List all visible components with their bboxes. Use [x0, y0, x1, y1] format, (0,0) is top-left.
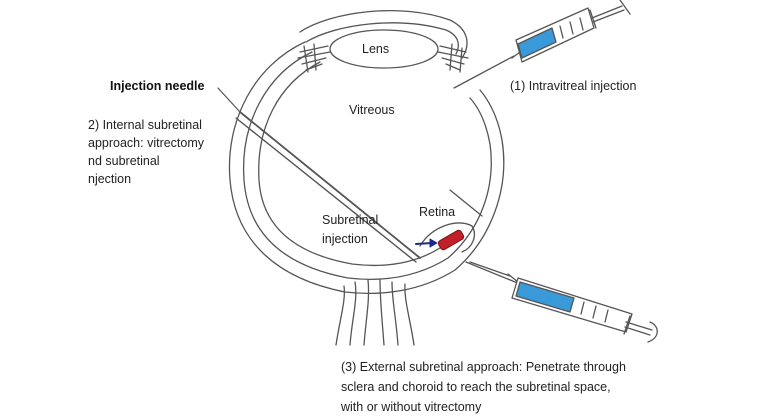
needle-leader-line — [217, 87, 241, 113]
ciliary-body-left — [297, 43, 331, 73]
label-internal-subretinal-approach: 2) Internal subretinal approach: vitrect… — [88, 118, 205, 186]
cornea — [299, 9, 468, 59]
syringe-lower — [469, 261, 658, 343]
injection-needle — [235, 111, 421, 263]
subretinal-bleb — [437, 229, 465, 251]
lens-shape — [329, 29, 439, 69]
label-subretinal-injection: Subretinal injection — [322, 213, 379, 246]
label-injection-needle: Injection needle — [110, 79, 205, 93]
label-intravitreal-injection: (1) Intravitreal injection — [510, 79, 637, 93]
label-retina: Retina — [419, 205, 456, 219]
optic-nerve — [335, 279, 415, 346]
injection-arrow — [415, 238, 438, 248]
syringe-upper — [453, 0, 631, 89]
eye-globe — [228, 41, 505, 294]
retina-leader-line — [449, 189, 483, 217]
choroid-outline — [242, 51, 492, 280]
label-lens: Lens — [362, 42, 390, 56]
label-vitreous: Vitreous — [349, 103, 395, 117]
external-needle-line — [465, 261, 521, 285]
sclera-outline — [228, 41, 505, 294]
ciliary-body-right — [437, 43, 469, 73]
retina-outline — [258, 61, 441, 267]
retina-bleb-outline — [419, 222, 476, 253]
label-external-subretinal-approach: (3) External subretinal approach: Penetr… — [341, 360, 626, 414]
